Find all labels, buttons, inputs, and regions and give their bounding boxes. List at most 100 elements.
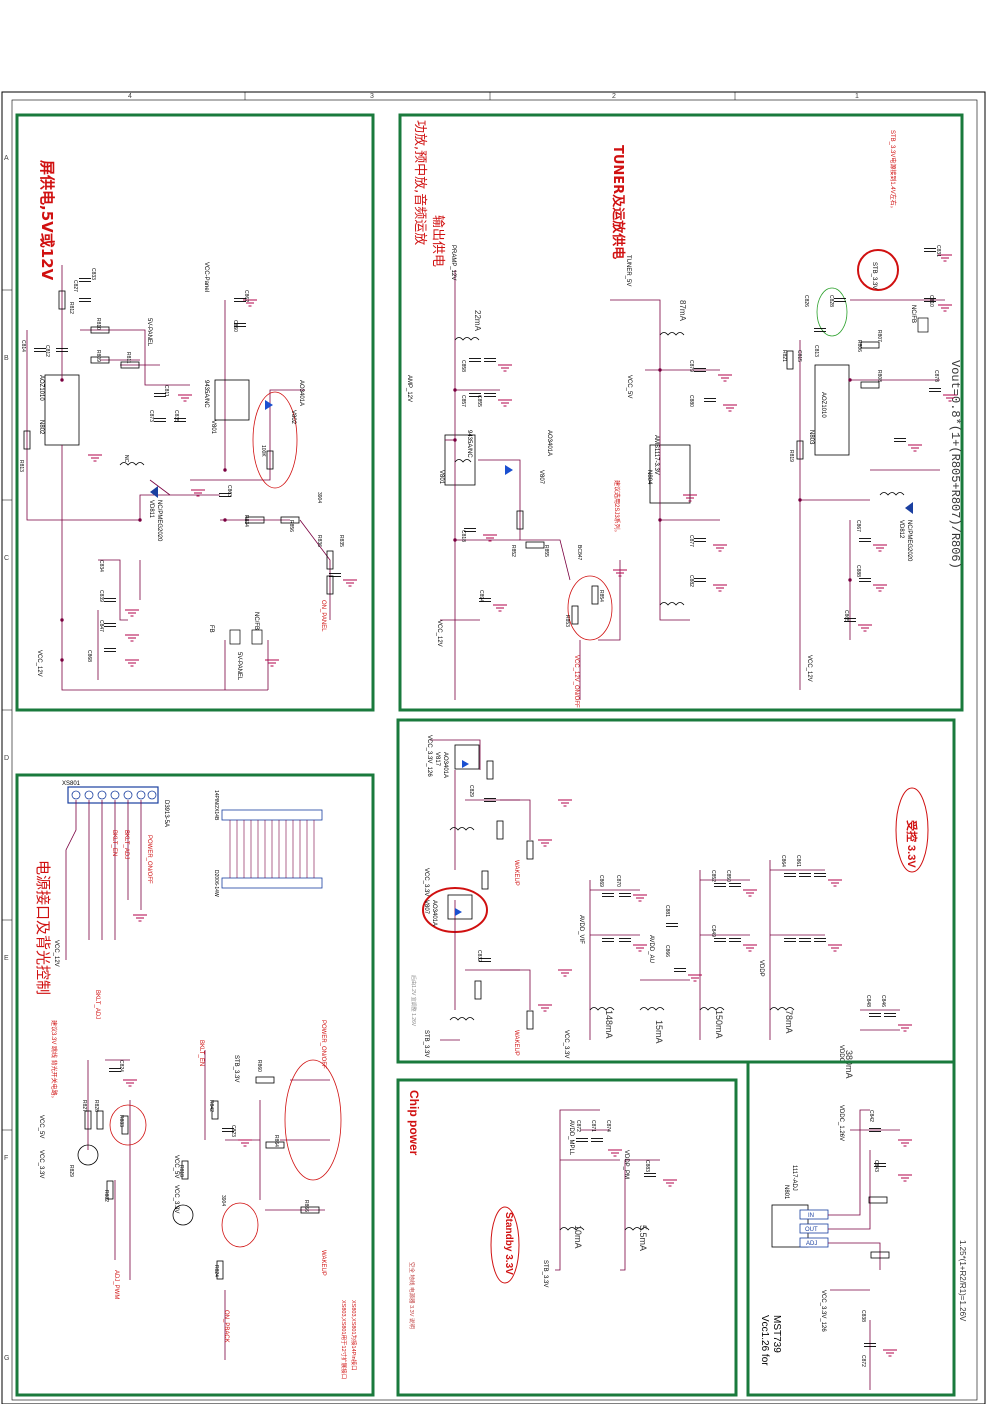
row-marker: F: [4, 1155, 8, 1162]
c878-label: C878: [933, 370, 939, 382]
row-marker: D: [4, 755, 9, 762]
c871-label: C871: [590, 1120, 596, 1132]
c888-label: C888: [855, 565, 861, 577]
r855-label: R856: [288, 520, 294, 532]
ma55-label: 5.5mA: [638, 1225, 648, 1251]
r807-label: R808: [876, 370, 882, 382]
p14-label: 14PIN/2X14B: [213, 790, 219, 821]
mst-label-1: Vcc1.26 for: [759, 1315, 770, 1366]
audio-title-line2: 输出供电: [430, 215, 446, 267]
vcc12-onoff-label: VCC_12V_ON/OFF: [573, 655, 579, 708]
n802-label: N802: [38, 420, 44, 435]
vcc5v-iface: VCC_5V: [38, 1115, 44, 1138]
r809-label: R809: [95, 350, 101, 362]
r842-label: R852: [510, 545, 516, 557]
c833-label: C833: [90, 268, 96, 280]
c870-label: C870: [615, 875, 621, 887]
vcc12v-iface: VCC_12V: [53, 940, 59, 967]
vcc12v-audio: VCC_12V: [436, 620, 442, 647]
pin-in: IN: [808, 1213, 814, 1219]
on-panel-label: ON_PANEL: [320, 600, 326, 632]
c864-label: C864: [780, 855, 786, 867]
vddc-label: VDDC: [838, 1045, 844, 1063]
c831-label: C831: [935, 245, 941, 257]
nc-pmeg-label: NC/PMEG2020: [156, 500, 162, 542]
5v-panel-label: 5V-PANEL: [146, 318, 152, 347]
c868-label: C868: [86, 650, 92, 662]
aoz-tuner: AOZ1010: [820, 392, 826, 418]
mst-formula: 1.25*(1+R2/R1)=1.26V: [958, 1240, 967, 1322]
xs801-label: XS801: [62, 781, 81, 787]
v808-label: 3904: [220, 1195, 226, 1206]
row-marker: A: [4, 155, 9, 162]
bklt-en-2: BKLT_EN: [198, 1040, 204, 1066]
v811-label: V801: [438, 470, 444, 485]
c844-label: C843: [873, 1160, 879, 1172]
r833-label: R833: [118, 1115, 124, 1127]
vcc126-mst: VCC_3.3V_126: [820, 1290, 826, 1332]
vcc-panel-label: VCC-Panel: [203, 262, 209, 292]
c883-label: C883: [644, 1160, 650, 1172]
ma22-label: 22mA: [473, 310, 482, 332]
aon-audio: 9435A/NC: [466, 430, 472, 458]
panel-power-section: 屏供电,5V或12V N802 AOZ1010 V801: [15, 113, 375, 712]
c863-label: C863: [226, 485, 232, 497]
c865-label: C865: [843, 610, 849, 622]
ic-1117-label: 1117-ADJ: [791, 1165, 797, 1191]
d3913-label: D3913-5A: [163, 800, 169, 827]
r810-label: R810: [95, 318, 101, 330]
r850-label: R853: [564, 615, 570, 627]
bklt-en-label: BKLT_EN: [111, 830, 117, 856]
vcc33v-iface-2: VCC_3.3V: [173, 1185, 179, 1213]
p14w-label: D2006-14W: [213, 870, 219, 897]
ma148-label: 148mA: [604, 1010, 614, 1039]
r852-label: R855: [543, 545, 549, 557]
c877-label: C877: [688, 535, 694, 547]
c815-label: C815: [796, 350, 802, 362]
vcc12v-label: VCC_12V: [36, 650, 42, 677]
row-marker: B: [4, 355, 9, 362]
r811-label: R811: [125, 352, 131, 364]
ma380-label: 380mA: [844, 1050, 854, 1079]
standby-badge: Standby 3.3V: [503, 1212, 514, 1275]
c843-label: C842: [868, 1110, 874, 1122]
vd811-label: VD811: [148, 500, 154, 519]
controlled-frame: [396, 718, 956, 1064]
col-marker: 4: [128, 93, 132, 100]
grid-markers: 4 3 2 1 A B C D E F G: [4, 93, 859, 1362]
row-marker: E: [4, 955, 9, 962]
adj-pwm-label: ADJ_PWM: [113, 1270, 119, 1299]
c813-label: C813: [813, 345, 819, 357]
tuner-formula: Vout=0.8*(1+(R805+R807)/R806): [948, 360, 962, 569]
tuner-title: TUNER及运放供电: [610, 145, 626, 259]
interface-note: 建议3.3V 跳线 背光开关电路。: [50, 1020, 58, 1102]
c869-label: C869: [598, 875, 604, 887]
c861-label: C861: [795, 855, 801, 867]
c862-label: C862: [243, 290, 249, 302]
r839-val: 100K: [260, 445, 266, 457]
c828-label: C828: [828, 295, 834, 307]
c827-label: C827: [72, 280, 78, 292]
avdd-vif-label: AVDD_VIF: [578, 915, 584, 944]
fb-label: FB: [208, 625, 214, 633]
r824-label: R824: [213, 1265, 219, 1277]
c850-label: C849: [710, 925, 716, 937]
avdd-mpll-label: AVDD_MPLL: [568, 1120, 574, 1156]
ao3401-v817: AO3401A: [442, 752, 448, 778]
chip-power-section: Chip power Standby 3.3V STB_3.3V AVDD_MP…: [396, 1078, 738, 1397]
r835-label: R835: [338, 535, 344, 547]
ao3401-v807: AO3401A: [431, 900, 437, 926]
col-marker: 2: [612, 93, 616, 100]
amp12v-label: AMP_12V: [406, 375, 412, 402]
audio-tuner-frame: [398, 113, 964, 712]
vcc33v-iface: VCC_3.3V: [38, 1150, 44, 1178]
pin-out: OUT: [805, 1227, 818, 1233]
c824-label: C824: [118, 1060, 124, 1072]
chip-power-frame: [396, 1078, 738, 1397]
row-marker: G: [4, 1355, 9, 1362]
wakeup-iface: WAKEUP: [320, 1250, 326, 1276]
gray-note-ctrl: 后由1.2V 宜调整 1.26V: [410, 975, 417, 1027]
vddc126-label: VDDC_1.26V: [838, 1105, 844, 1141]
c812-label: C812: [44, 345, 50, 357]
r840-label: R842: [208, 1100, 214, 1112]
